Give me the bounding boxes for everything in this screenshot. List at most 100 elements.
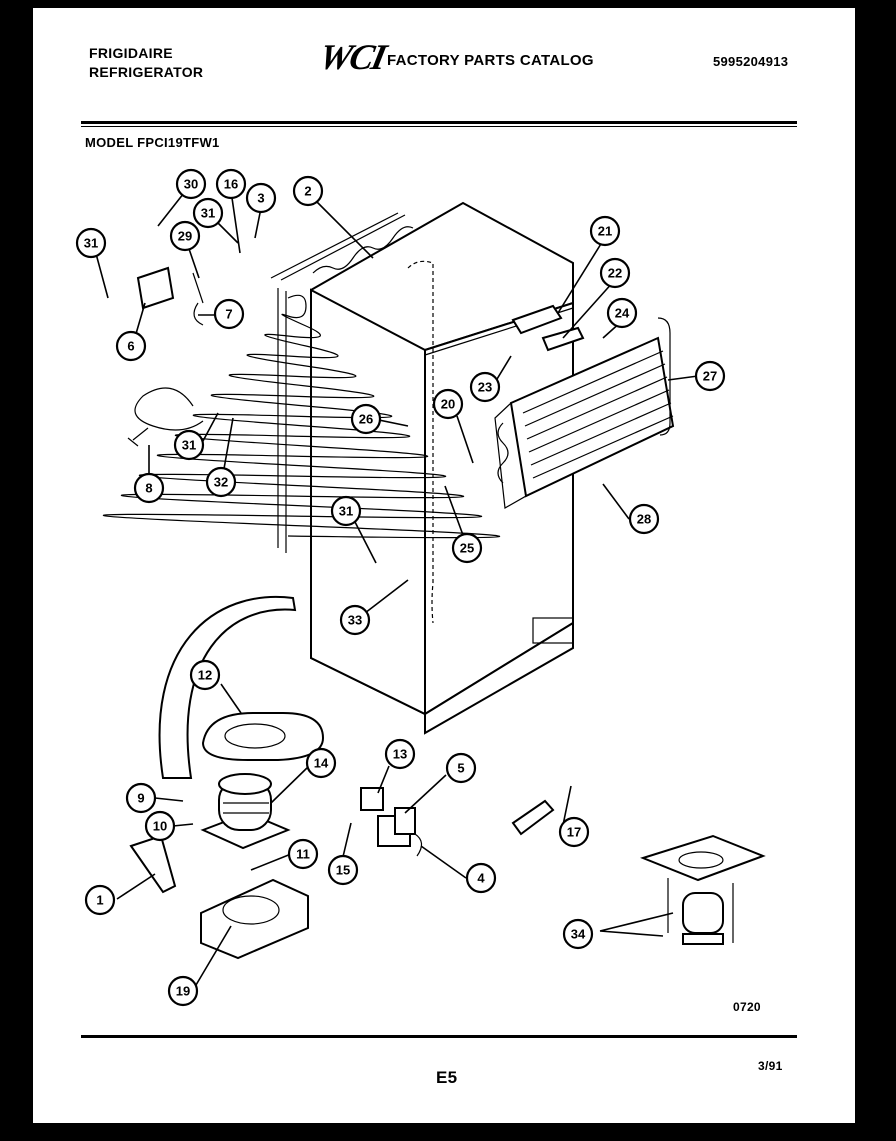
svg-text:27: 27 — [703, 369, 717, 384]
overload-protector — [377, 807, 423, 857]
condenser-fan-assembly — [640, 834, 766, 945]
brand-name: FRIGIDAIRE — [89, 45, 173, 61]
svg-text:34: 34 — [571, 927, 586, 942]
callout-1: 1 — [84, 884, 116, 916]
svg-text:17: 17 — [567, 825, 581, 840]
svg-text:4: 4 — [477, 871, 485, 886]
callout-28: 28 — [628, 503, 660, 535]
svg-text:24: 24 — [615, 306, 630, 321]
callout-34: 34 — [562, 918, 594, 950]
callout-4: 4 — [465, 862, 497, 894]
svg-text:19: 19 — [176, 984, 190, 999]
wire-clip — [192, 272, 204, 326]
footer-rule — [81, 1035, 797, 1038]
callout-13: 13 — [384, 738, 416, 770]
exploded-parts-diagram: 30 16 3 2 31 29 31 6 7 21 22 24 27 23 26… — [75, 168, 766, 1007]
compressor-mount — [200, 878, 309, 960]
callout-12: 12 — [189, 659, 221, 691]
callout-29: 29 — [169, 220, 201, 252]
svg-text:1: 1 — [96, 893, 103, 908]
svg-text:21: 21 — [598, 224, 612, 239]
svg-text:25: 25 — [460, 541, 474, 556]
svg-text:7: 7 — [225, 307, 232, 322]
catalog-number: 5995204913 — [713, 54, 789, 69]
start-relay — [360, 787, 384, 811]
filter-dryer — [129, 834, 177, 894]
svg-text:8: 8 — [145, 481, 152, 496]
svg-text:31: 31 — [201, 206, 215, 221]
callout-26: 26 — [350, 403, 382, 435]
callout-22: 22 — [599, 257, 631, 289]
callout-11: 11 — [287, 838, 319, 870]
callout-3: 3 — [245, 182, 277, 214]
drain-hose — [158, 595, 297, 779]
callout-31-b: 31 — [75, 227, 107, 259]
revision-date: 3/91 — [758, 1059, 783, 1073]
model-number: MODEL FPCI19TFW1 — [85, 135, 220, 150]
callout-25: 25 — [451, 532, 483, 564]
callout-15: 15 — [327, 854, 359, 886]
svg-text:5: 5 — [457, 761, 464, 776]
callout-31-d: 31 — [330, 495, 362, 527]
svg-text:9: 9 — [137, 791, 144, 806]
evaporator-assembly — [494, 317, 675, 509]
page-number: E5 — [436, 1068, 458, 1087]
svg-text:12: 12 — [198, 668, 212, 683]
svg-text:13: 13 — [393, 747, 407, 762]
callout-20: 20 — [432, 388, 464, 420]
callout-27: 27 — [694, 360, 726, 392]
svg-text:11: 11 — [296, 847, 310, 862]
svg-text:20: 20 — [441, 397, 455, 412]
drawing-code: 0720 — [733, 1000, 761, 1014]
callout-16: 16 — [215, 168, 247, 200]
callout-2: 2 — [292, 175, 324, 207]
svg-text:14: 14 — [314, 756, 329, 771]
svg-text:3: 3 — [257, 191, 264, 206]
svg-text:10: 10 — [153, 819, 167, 834]
catalog-title: FACTORY PARTS CATALOG — [387, 52, 594, 69]
callout-19: 19 — [167, 975, 199, 1007]
svg-text:26: 26 — [359, 412, 373, 427]
product-type: REFRIGERATOR — [89, 64, 204, 80]
callout-21: 21 — [589, 215, 621, 247]
svg-text:23: 23 — [478, 380, 492, 395]
callout-14: 14 — [305, 747, 337, 779]
svg-text:33: 33 — [348, 613, 362, 628]
thermostat — [511, 304, 563, 335]
header-rule — [81, 121, 797, 124]
power-cord-plug — [511, 799, 555, 836]
svg-text:15: 15 — [336, 863, 350, 878]
svg-text:2: 2 — [304, 184, 311, 199]
callout-30: 30 — [175, 168, 207, 200]
svg-text:29: 29 — [178, 229, 192, 244]
svg-text:31: 31 — [182, 438, 196, 453]
compressor — [200, 773, 291, 850]
svg-text:22: 22 — [608, 266, 622, 281]
svg-text:31: 31 — [339, 504, 353, 519]
callout-24: 24 — [606, 297, 638, 329]
callout-17: 17 — [558, 816, 590, 848]
svg-text:31: 31 — [84, 236, 98, 251]
svg-text:32: 32 — [214, 475, 228, 490]
callout-23: 23 — [469, 371, 501, 403]
svg-text:16: 16 — [224, 177, 238, 192]
callout-33: 33 — [339, 604, 371, 636]
power-cord — [127, 387, 204, 447]
callout-31-c: 31 — [173, 429, 205, 461]
callout-32: 32 — [205, 466, 237, 498]
callout-10: 10 — [144, 810, 176, 842]
svg-text:6: 6 — [127, 339, 134, 354]
callout-5: 5 — [445, 752, 477, 784]
svg-text:30: 30 — [184, 177, 198, 192]
mounting-bracket — [136, 266, 175, 310]
callout-31-a: 31 — [192, 197, 224, 229]
capillary-tube — [407, 260, 434, 624]
drain-pan — [201, 712, 325, 761]
callout-7: 7 — [213, 298, 245, 330]
defrost-timer — [541, 326, 585, 352]
callout-8: 8 — [133, 472, 165, 504]
callout-9: 9 — [125, 782, 157, 814]
callout-6: 6 — [115, 330, 147, 362]
svg-text:28: 28 — [637, 512, 651, 527]
parts-catalog-page: FRIGIDAIRE REFRIGERATOR WCI FACTORY PART… — [33, 8, 855, 1123]
